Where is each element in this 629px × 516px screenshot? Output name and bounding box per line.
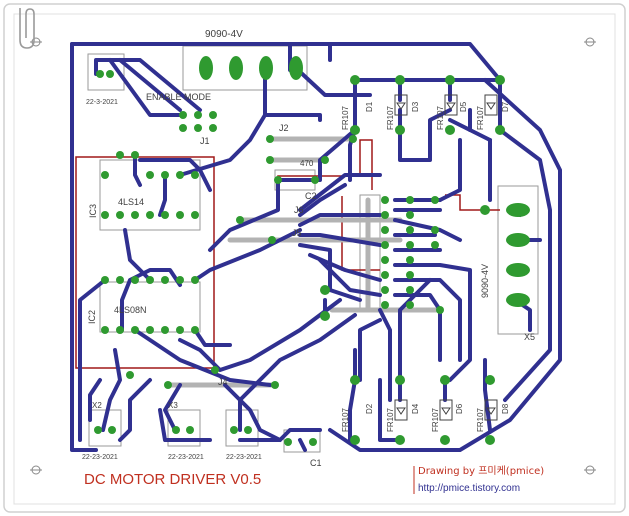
label-fr-bot4: FR107 [476,407,485,432]
label-right-conn: 9090-4V [480,264,490,298]
label-d1: D1 [365,101,374,112]
label-d3: D3 [411,101,420,112]
label-fr-bot1: FR107 [341,407,350,432]
label-ic2-part: 4LS08N [114,305,147,315]
label-date4: 22-23-2021 [226,454,262,461]
label-fr-top3: FR107 [436,105,445,130]
silk-labels: 9090-4V ENABLE MODE J1 J2 J4 J5 J6 C2 47… [82,29,535,468]
label-d4: D4 [411,403,420,414]
label-j4: J4 [218,377,228,387]
label-x5: X5 [524,332,535,342]
label-j5: J5 [292,228,302,238]
credit-drawing-by: Drawing by 프미케(pmice) [418,465,544,477]
label-date1: 22-3-2021 [86,99,118,106]
label-d5: D5 [459,101,468,112]
label-fr-top2: FR107 [386,105,395,130]
label-x2: X2 [92,401,102,410]
label-c2: C2 [305,191,317,201]
corner-markers [30,37,596,475]
label-fr-bot2: FR107 [386,407,395,432]
label-fr-top4: FR107 [476,105,485,130]
label-x3: X3 [168,401,178,410]
pads [94,56,530,446]
label-fr-top1: FR107 [341,105,350,130]
label-ic2: IC2 [87,310,97,324]
label-j2: J2 [279,123,289,133]
label-j6: J6 [294,205,304,215]
frame-inner [13,13,616,505]
label-j1: J1 [200,136,210,146]
label-c1: C1 [310,458,322,468]
diode-symbols [394,94,498,421]
label-date3: 22-23-2021 [168,454,204,461]
paper-clip-icon [19,8,35,49]
label-ic3: IC3 [88,204,98,218]
credit-url: http://pmice.tistory.com [418,483,520,494]
traces [70,42,562,452]
label-date2: 22-23-2021 [82,454,118,461]
label-d6: D6 [455,403,464,414]
label-ic3-part: 4LS14 [118,197,144,207]
label-c2-val: 470 [300,159,314,168]
label-d2: D2 [365,403,374,414]
label-enable-mode: ENABLE MODE [146,92,211,102]
label-d7: D7 [501,101,510,112]
label-top-conn: 9090-4V [205,29,243,40]
label-fr-bot3: FR107 [431,407,440,432]
label-d8: D8 [501,403,510,414]
board-title: DC MOTOR DRIVER V0.5 [84,471,261,488]
